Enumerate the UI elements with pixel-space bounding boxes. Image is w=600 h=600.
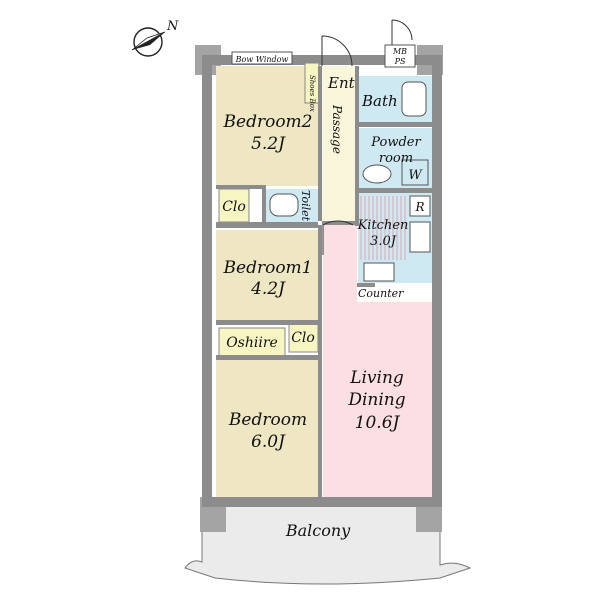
compass-letter: N bbox=[166, 19, 179, 34]
passage-area bbox=[322, 66, 355, 221]
washer-box bbox=[401, 159, 429, 186]
balcony-label: Balcony bbox=[285, 521, 351, 540]
ldk-door-icon bbox=[322, 220, 354, 255]
bedroom-area bbox=[216, 360, 318, 497]
bedroom1-size: 4.2J bbox=[250, 279, 286, 299]
counter-label: Counter bbox=[358, 287, 404, 300]
bedroom1-area bbox=[216, 230, 318, 320]
living-dining-area bbox=[323, 302, 432, 497]
refrigerator-box bbox=[409, 195, 431, 217]
powder-room-label-1: Powder bbox=[370, 135, 421, 150]
clo2-label: Clo bbox=[291, 330, 315, 346]
living-dining-size: 10.6J bbox=[355, 413, 401, 433]
kitchen-floor-hatch bbox=[360, 196, 406, 260]
mbps-door-icon bbox=[391, 19, 413, 45]
sink-icon bbox=[362, 164, 392, 184]
mbps-box bbox=[384, 44, 416, 68]
living-label: Living bbox=[349, 368, 404, 388]
refrigerator-label: R bbox=[414, 200, 424, 214]
oshiire-area bbox=[218, 327, 286, 357]
bathtub-icon bbox=[401, 81, 427, 117]
mbps-label-1: MB bbox=[392, 47, 407, 56]
passage-label: Passage bbox=[330, 104, 344, 154]
bedroom2-label: Bedroom2 bbox=[223, 112, 313, 132]
clo1-label: Clo bbox=[222, 199, 246, 215]
bedroom1-label: Bedroom1 bbox=[223, 258, 313, 278]
oshiire-label: Oshiire bbox=[226, 335, 278, 351]
bedroom-label: Bedroom bbox=[228, 410, 307, 430]
powder-room-label-2: room bbox=[379, 151, 413, 166]
clo1-area bbox=[218, 188, 250, 223]
bedroom-size: 6.0J bbox=[251, 432, 286, 452]
bedroom2-size: 5.2J bbox=[251, 134, 286, 154]
balcony bbox=[184, 497, 472, 585]
living-upper-area bbox=[323, 225, 357, 305]
mbps-label-2: PS bbox=[394, 57, 406, 66]
washer-label: W bbox=[408, 168, 423, 183]
toilet-label: Toilet bbox=[299, 190, 312, 222]
clo2-area bbox=[288, 323, 319, 353]
bow-window-label: Bow Window bbox=[235, 55, 289, 64]
bedroom2-area bbox=[216, 66, 318, 186]
entrance-label: Ent bbox=[327, 74, 356, 92]
bow-window bbox=[231, 51, 293, 65]
bath-label: Bath bbox=[361, 92, 398, 110]
kitchen-size: 3.0J bbox=[370, 234, 397, 249]
toilet-icon bbox=[269, 193, 299, 217]
stove-icon bbox=[409, 221, 431, 253]
north-arrow-icon: N bbox=[131, 19, 179, 57]
interior-walls bbox=[216, 66, 432, 497]
kitchen-sink-icon bbox=[363, 262, 395, 282]
shoes-box-label: Shoes Box bbox=[308, 75, 316, 112]
kitchen-label: Kitchen bbox=[357, 218, 409, 233]
dining-label: Dining bbox=[347, 390, 405, 410]
entrance-door-icon bbox=[321, 35, 353, 67]
